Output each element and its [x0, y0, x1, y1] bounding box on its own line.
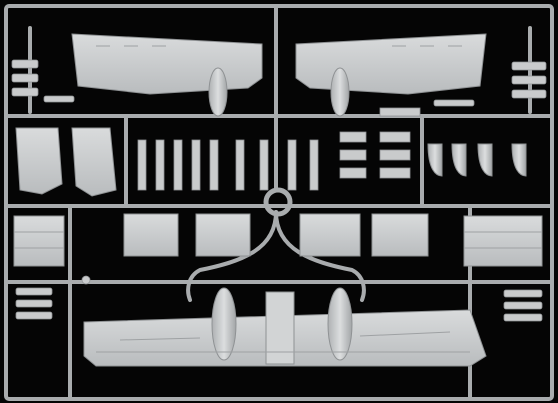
interior-parts: [137, 107, 421, 191]
small-parts-lower-right: [503, 289, 543, 322]
engine-cowlings: [427, 143, 527, 177]
tail-fins: [15, 127, 117, 197]
upper-wing-right: [295, 33, 487, 117]
lower-wing: [83, 287, 487, 367]
small-parts-lower-left: [15, 275, 91, 320]
small-parts-upper-right: [433, 61, 547, 107]
flap-panels: [13, 213, 543, 267]
small-parts-upper-left: [11, 59, 75, 103]
flap-panel-lines: [14, 231, 542, 249]
sprue-runner-frame: [4, 4, 554, 401]
upper-wing-left: [71, 33, 263, 117]
sprue-hub-ring: [263, 187, 293, 217]
